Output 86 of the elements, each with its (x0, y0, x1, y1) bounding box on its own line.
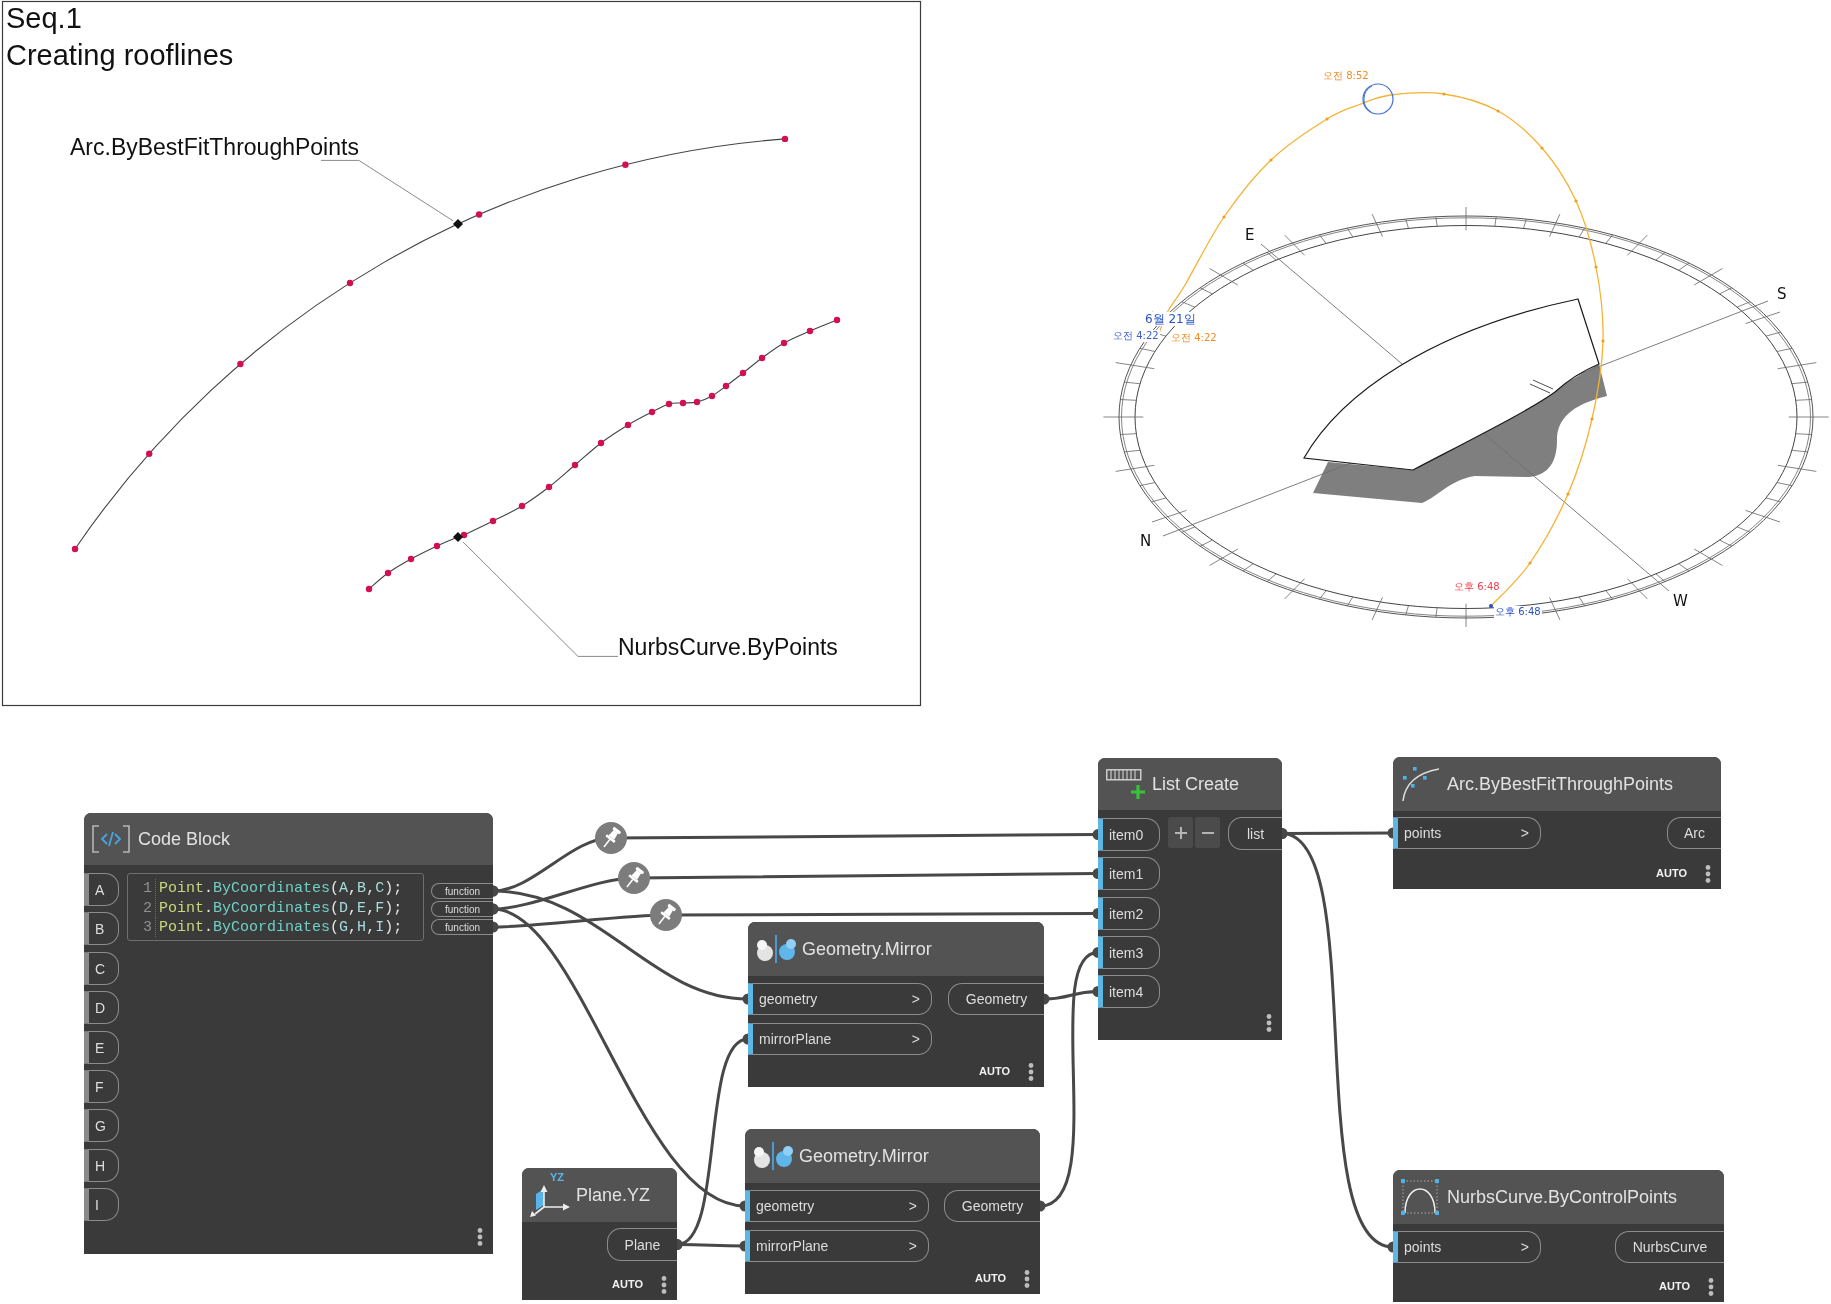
input-port (748, 1023, 932, 1055)
node-title: Geometry.Mirror (799, 1145, 929, 1167)
node-title: Code Block (138, 828, 231, 850)
output-port: function (431, 883, 493, 899)
leader-line (320, 159, 454, 222)
port-name: mirrorPlane (759, 1031, 832, 1047)
input-port: item3 (1098, 936, 1160, 969)
node-title: List Create (1152, 773, 1240, 795)
date-label: 6월 21일 (1144, 312, 1197, 327)
line-number: 2 (142, 898, 152, 918)
input-port (745, 1230, 929, 1262)
code-line: Point.ByCoordinates(D,E,F); (155, 898, 403, 918)
leader-line (462, 541, 619, 657)
function-node (1393, 1170, 1724, 1302)
function-node (745, 1129, 1040, 1294)
line-number: 3 (142, 918, 152, 937)
footer-label: AUTO (612, 1278, 643, 1291)
footer-label: AUTO (979, 1065, 1010, 1078)
input-port (748, 983, 932, 1015)
node-title: Arc.ByBestFitThroughPoints (1447, 773, 1674, 795)
port-name: geometry (756, 1198, 815, 1214)
input-port: G (84, 1109, 119, 1142)
port-options-text: > (911, 991, 920, 1007)
code-block-node (84, 813, 493, 1254)
line-number: 1 (142, 879, 152, 898)
output-port: Arc (1667, 817, 1721, 849)
output-port: function (431, 919, 493, 935)
port-name: points (1404, 1239, 1442, 1255)
input-port: I (84, 1188, 119, 1221)
footer-label: AUTO (1659, 1280, 1690, 1293)
port-options-text: > (1520, 1239, 1529, 1255)
input-port: E (84, 1031, 119, 1064)
input-port: F (84, 1070, 119, 1103)
diagram-title: Seq.1 Creating rooflines (6, 1, 234, 73)
callout-label: NurbsCurve.ByPoints (618, 634, 838, 661)
port-options-text: > (908, 1238, 917, 1254)
wire (492, 885, 749, 1005)
input-port (1393, 1231, 1541, 1263)
input-port (1393, 817, 1541, 849)
input-port (745, 1190, 929, 1222)
function-node (748, 922, 1044, 1087)
code-line: Point.ByCoordinates(G,H,I); (155, 918, 403, 937)
output-port: list (1228, 817, 1282, 850)
code-editor (127, 873, 424, 941)
output-port: function (431, 901, 493, 917)
input-port: H (84, 1149, 119, 1182)
time-label: 오전 4:22 (1170, 332, 1218, 344)
input-port: item2 (1098, 897, 1160, 930)
wire (1043, 986, 1099, 1005)
input-port: item0 (1098, 818, 1160, 851)
function-node (1098, 758, 1282, 1040)
port-options-text: > (908, 1198, 917, 1214)
port-name: geometry (759, 991, 818, 1007)
input-port: A (84, 873, 119, 906)
output-port: Geometry (948, 983, 1044, 1015)
time-label: 오후 6:48 (1494, 606, 1542, 618)
wire (492, 908, 1098, 933)
output-port: Geometry (944, 1190, 1040, 1222)
function-node (522, 1168, 677, 1300)
node-title: NurbsCurve.ByControlPoints (1447, 1186, 1678, 1208)
output-port: NurbsCurve (1615, 1231, 1724, 1263)
port-name: mirrorPlane (756, 1238, 829, 1254)
node-title: Plane.YZ (576, 1184, 651, 1206)
input-port: C (84, 952, 119, 985)
time-label: 오전 4:22 (1112, 330, 1160, 342)
footer-label: AUTO (1656, 867, 1687, 880)
input-port: D (84, 991, 119, 1024)
wire (677, 1239, 745, 1252)
node-title: Geometry.Mirror (802, 938, 932, 960)
curve-point-marker (453, 219, 463, 229)
code-line: Point.ByCoordinates(A,B,C); (155, 879, 403, 898)
port-name: points (1404, 825, 1442, 841)
input-port: B (84, 912, 119, 945)
time-label: 오후 6:48 (1453, 581, 1501, 593)
port-options-text: > (911, 1031, 920, 1047)
callout-label: Arc.ByBestFitThroughPoints (70, 134, 359, 161)
curve-point-marker (453, 532, 463, 542)
output-port: Plane (607, 1228, 677, 1261)
wire (491, 903, 747, 1212)
footer-label: AUTO (975, 1272, 1006, 1285)
time-label: 오전 8:52 (1322, 70, 1370, 82)
input-port: item4 (1098, 975, 1160, 1008)
function-node (1393, 757, 1721, 889)
input-port: item1 (1098, 857, 1160, 890)
icon-caption: YZ (550, 1171, 565, 1184)
port-options-text: > (1520, 825, 1529, 841)
